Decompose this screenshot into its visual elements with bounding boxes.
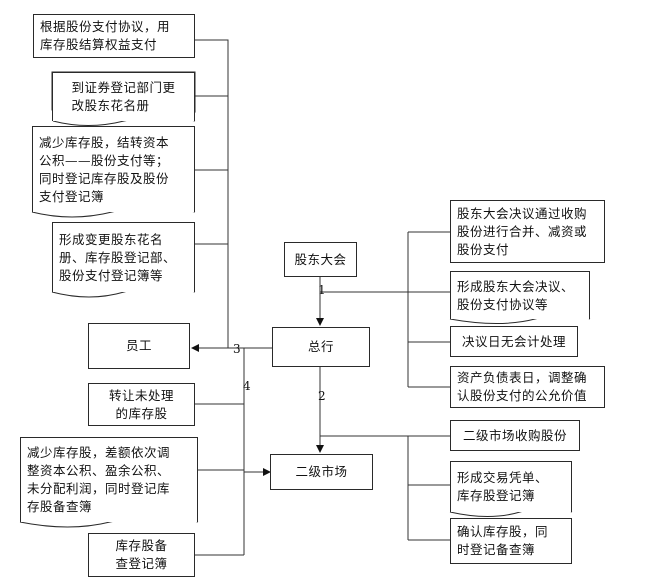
left-upper-spine <box>195 39 229 348</box>
doc-reduce-treasury-text: 减少库存股，结转资本 公积——股份支付等； 同时登记库存股及股份 支付登记簿 <box>39 134 170 204</box>
node-no-accounting-text: 决议日无会计处理 <box>461 333 566 349</box>
node-confirm-treasury: 确认库存股，同 时登记备查簿 <box>450 518 572 564</box>
node-stock-register: 库存股备 查登记簿 <box>88 533 195 577</box>
doc-trade-voucher: 形成交易凭单、 库存股登记簿 <box>450 461 572 512</box>
node-employee: 员工 <box>88 323 190 369</box>
doc-settlement-agreement: 根据股份支付协议，用 库存股结算权益支付 <box>33 14 195 58</box>
node-secondary-market: 二级市场 <box>270 454 373 490</box>
node-balance-sheet-adjust: 资产负债表日，调整确 认股份支付的公允价值 <box>450 366 605 408</box>
doc-trade-voucher-text: 形成交易凭单、 库存股登记簿 <box>457 470 549 503</box>
node-market-acquire: 二级市场收购股份 <box>450 420 580 451</box>
node-untreated-stock-text: 转让未处理 的库存股 <box>108 387 174 421</box>
node-shareholders-meeting: 股东大会 <box>284 242 357 277</box>
node-head-office: 总行 <box>272 327 370 367</box>
doc-reduce-adjust: 减少库存股，差额依次调 整资本公积、盈余公积、 未分配利润，同时登记库 存股备查… <box>20 437 198 522</box>
node-market-acquire-text: 二级市场收购股份 <box>462 427 567 443</box>
node-no-accounting: 决议日无会计处理 <box>450 326 578 357</box>
doc-reduce-treasury: 减少库存股，结转资本 公积——股份支付等； 同时登记库存股及股份 支付登记簿 <box>32 126 195 212</box>
node-shareholders-meeting-text: 股东大会 <box>294 251 347 267</box>
doc-form-registers-text: 形成变更股东花名 册、库存股登记部、 股份支付登记簿等 <box>59 231 177 283</box>
node-head-office-text: 总行 <box>307 339 334 354</box>
step-label-2: 2 <box>318 389 326 403</box>
doc-update-register-text: 到证券登记部门更 改股东花名册 <box>71 80 176 113</box>
doc-settlement-agreement-text: 根据股份支付协议，用 库存股结算权益支付 <box>40 19 171 52</box>
doc-resolution-agreement: 形成股东大会决议、 股份支付协议等 <box>450 271 590 319</box>
node-stock-register-text: 库存股备 查登记簿 <box>115 538 168 571</box>
doc-form-registers: 形成变更股东花名 册、库存股登记部、 股份支付登记簿等 <box>52 222 195 292</box>
step-label-3: 3 <box>233 342 241 356</box>
node-confirm-treasury-text: 确认库存股，同 时登记备查簿 <box>457 524 549 557</box>
node-untreated-stock: 转让未处理 的库存股 <box>88 383 195 426</box>
node-resolution-acquire: 股东大会决议通过收购 股份进行合并、减资或 股份支付 <box>450 200 605 263</box>
doc-update-register: 到证券登记部门更 改股东花名册 <box>52 72 195 121</box>
doc-reduce-adjust-text: 减少库存股，差额依次调 整资本公积、盈余公积、 未分配利润，同时登记库 存股备查… <box>27 445 171 514</box>
node-balance-sheet-adjust-text: 资产负债表日，调整确 认股份支付的公允价值 <box>457 370 588 403</box>
node-secondary-market-text: 二级市场 <box>295 464 348 479</box>
step-label-1: 1 <box>318 283 326 297</box>
step-label-4: 4 <box>243 379 251 393</box>
node-resolution-acquire-text: 股东大会决议通过收购 股份进行合并、减资或 股份支付 <box>457 205 588 257</box>
doc-resolution-agreement-text: 形成股东大会决议、 股份支付协议等 <box>457 278 575 312</box>
node-employee-text: 员工 <box>125 338 152 353</box>
